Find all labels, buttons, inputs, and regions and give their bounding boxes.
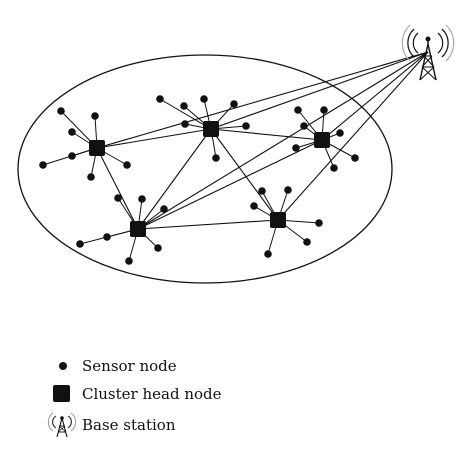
sensor-node [242,122,250,130]
cluster-head-node [130,221,146,237]
sensor-node [87,173,95,181]
legend-cluster-head-label: Cluster head node [82,385,222,403]
sensor-node [68,152,76,160]
cluster-head-node [270,212,286,228]
sensor-node [138,195,146,203]
sensor-node [336,129,344,137]
cluster-head-nodes [89,121,330,237]
inter-cluster-lines [96,128,323,230]
network-field-ellipse [17,54,393,284]
base-station-icon [401,24,455,81]
sensor-node [200,95,208,103]
legend-base-station-icon [47,412,77,438]
sensor-node [103,233,111,241]
sensor-node [315,219,323,227]
legend-sensor-node-icon [59,362,67,370]
sensor-node [91,112,99,120]
sensor-node [303,238,311,246]
sensor-node [57,107,65,115]
sensor-node [292,144,300,152]
sensor-node [320,106,328,114]
sensor-node [156,95,164,103]
sensor-node [250,202,258,210]
legend-cluster-head-icon [53,385,70,402]
sensor-node [212,154,220,162]
sensor-node [181,120,189,128]
sensor-node [180,102,188,110]
sensor-node [125,257,133,265]
sensor-nodes [39,95,359,265]
legend: Sensor node Cluster head node Base stati… [47,357,222,438]
sensor-node [68,128,76,136]
sensor-node [264,250,272,258]
cluster-head-node [314,132,330,148]
legend-base-station-label: Base station [82,416,176,434]
sensor-node [114,194,122,202]
sensor-node [39,161,47,169]
sensor-node [300,122,308,130]
sensor-node [258,187,266,195]
sensor-node [294,106,302,114]
uplink-lines [96,51,429,230]
sensor-node [230,100,238,108]
sensor-node [330,164,338,172]
sensor-node [76,240,84,248]
sensor-node [123,161,131,169]
sensor-node [160,205,168,213]
sensor-node [284,186,292,194]
cluster-head-node [203,121,219,137]
sensor-node [351,154,359,162]
cluster-head-node [89,140,105,156]
legend-sensor-node-label: Sensor node [82,357,177,375]
sensor-node [154,244,162,252]
